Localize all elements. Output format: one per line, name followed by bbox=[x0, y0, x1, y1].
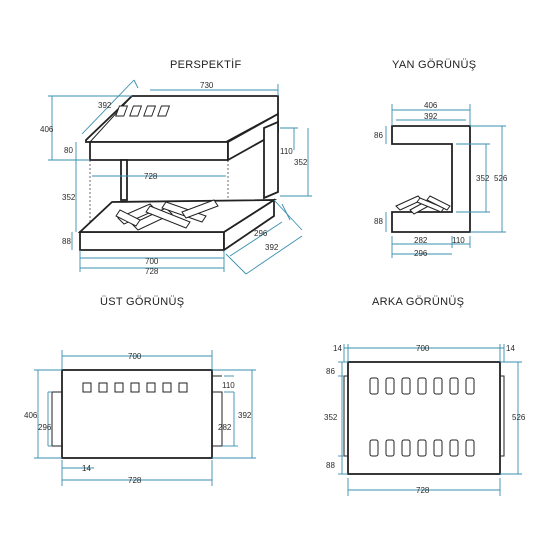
dim-730: 730 bbox=[200, 81, 214, 90]
dim-296-side: 296 bbox=[254, 229, 268, 238]
title-top-view: ÜST GÖRÜNÜŞ bbox=[100, 296, 184, 308]
side-view-logs bbox=[395, 195, 451, 215]
back-view-upper-slots bbox=[369, 377, 475, 395]
top-dim-406: 406 bbox=[24, 411, 38, 420]
side-view-body bbox=[391, 125, 471, 233]
back-dim-728: 728 bbox=[416, 486, 430, 495]
dim-88: 88 bbox=[62, 237, 71, 246]
perspective-vent-slots bbox=[115, 105, 171, 117]
dim-392-side: 392 bbox=[265, 243, 279, 252]
dim-700-bottom: 700 bbox=[145, 257, 159, 266]
dim-728-bottom: 728 bbox=[145, 267, 159, 276]
top-dim-392: 392 bbox=[238, 411, 252, 420]
back-dim-88: 88 bbox=[326, 461, 335, 470]
dim-352-right: 352 bbox=[294, 158, 308, 167]
perspective-base-top bbox=[77, 199, 278, 233]
top-view-vent-slots bbox=[82, 382, 188, 393]
perspective-dimensions: 730 392 406 80 728 352 88 110 bbox=[40, 79, 312, 276]
top-dim-110: 110 bbox=[222, 381, 235, 390]
top-dim-14: 14 bbox=[82, 464, 91, 473]
back-dim-526: 526 bbox=[512, 413, 526, 422]
top-dim-282: 282 bbox=[218, 423, 232, 432]
side-dim-296: 296 bbox=[414, 249, 428, 258]
dim-110-right: 110 bbox=[280, 147, 293, 156]
back-dim-700: 700 bbox=[416, 344, 430, 353]
perspective-top-front bbox=[89, 141, 229, 161]
side-dim-110: 110 bbox=[452, 236, 465, 245]
side-dim-392: 392 bbox=[424, 112, 438, 121]
side-dim-88: 88 bbox=[374, 217, 383, 226]
side-view: 406 392 86 88 352 526 282 110 296 bbox=[374, 101, 508, 258]
side-dim-86: 86 bbox=[374, 131, 383, 140]
side-dim-406: 406 bbox=[424, 101, 438, 110]
top-dim-728: 728 bbox=[128, 476, 142, 485]
dim-728-inner: 728 bbox=[144, 172, 158, 181]
back-view: 14 700 14 86 352 88 526 728 bbox=[324, 344, 526, 496]
perspective-log-set bbox=[115, 199, 219, 231]
title-back-view: ARKA GÖRÜNÜŞ bbox=[372, 296, 464, 308]
side-dim-352: 352 bbox=[476, 174, 490, 183]
dim-80: 80 bbox=[64, 146, 73, 155]
side-dim-526: 526 bbox=[494, 174, 508, 183]
title-side-view: YAN GÖRÜNÜŞ bbox=[392, 59, 476, 71]
back-dim-14-right: 14 bbox=[506, 344, 515, 353]
back-view-lower-slots bbox=[369, 439, 475, 457]
dim-406: 406 bbox=[40, 125, 54, 134]
top-dim-700: 700 bbox=[128, 352, 142, 361]
back-dim-86: 86 bbox=[326, 367, 335, 376]
side-dim-282: 282 bbox=[414, 236, 428, 245]
perspective-right-panel bbox=[263, 120, 279, 200]
perspective-base-front bbox=[79, 231, 225, 251]
perspective-inner-post bbox=[120, 159, 128, 201]
dim-392-top: 392 bbox=[98, 101, 112, 110]
top-view: 700 110 392 282 406 296 14 728 bbox=[24, 350, 256, 486]
back-dim-352: 352 bbox=[324, 413, 338, 422]
back-dim-14-left: 14 bbox=[333, 344, 342, 353]
top-dim-296: 296 bbox=[38, 423, 52, 432]
title-perspective: PERSPEKTİF bbox=[170, 58, 241, 71]
dim-352-left: 352 bbox=[62, 193, 76, 202]
perspective-view: 730 392 406 80 728 352 88 110 bbox=[40, 79, 312, 276]
